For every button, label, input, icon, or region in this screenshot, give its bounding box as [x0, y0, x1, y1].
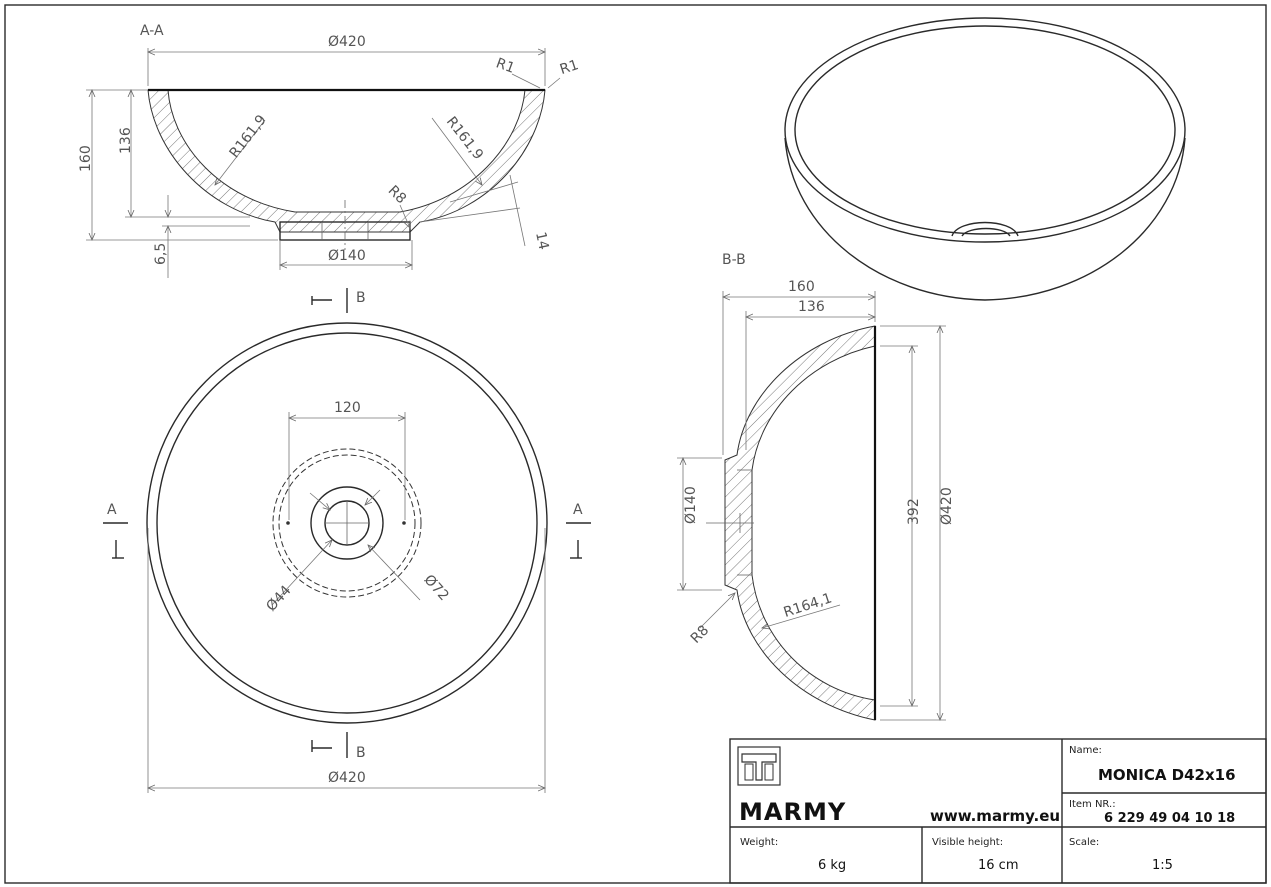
dim-aa-dia140: Ø140: [328, 248, 366, 264]
brand-name: MARMY: [739, 798, 846, 826]
dim-bb-136: 136: [798, 299, 825, 315]
section-b-marker-top: B: [356, 290, 366, 306]
marmy-logo-icon: [737, 746, 781, 786]
item-label: Item NR.:: [1069, 799, 1116, 810]
dim-bb-dia420: Ø420: [939, 487, 955, 525]
dim-bb-r164: R164,1: [782, 590, 834, 621]
dim-aa-160: 160: [78, 145, 94, 172]
dim-aa-dia420: Ø420: [328, 34, 366, 50]
section-aa-view: A-A Ø420 R1 R1 160 136 6,5 R16: [78, 23, 581, 278]
foot-inner-circle: [278, 454, 416, 592]
weight-label: Weight:: [740, 837, 778, 848]
dim-top-120: 120: [334, 400, 361, 416]
dim-aa-136: 136: [118, 127, 134, 154]
dim-top-dia44: Ø44: [263, 582, 294, 614]
section-a-marker-right: A: [573, 502, 583, 518]
outer-rim-circle: [146, 322, 548, 724]
scale-value: 1:5: [1152, 858, 1173, 873]
dim-bb-160: 160: [788, 279, 815, 295]
dim-top-dia72: Ø72: [421, 572, 452, 604]
inner-rim-circle: [156, 332, 538, 714]
dim-bb-392: 392: [906, 498, 922, 525]
name-label: Name:: [1069, 745, 1102, 756]
dim-bb-dia140: Ø140: [683, 486, 699, 524]
drawing-frame: [4, 4, 1267, 884]
perspective-view: [784, 17, 1186, 301]
visible-height-label: Visible height:: [932, 837, 1003, 848]
top-view: B B A A 120 Ø44 Ø72 Ø420: [103, 288, 591, 793]
dim-bb-r8: R8: [688, 622, 712, 646]
dim-top-dia420: Ø420: [328, 770, 366, 786]
dim-aa-r1-right: R1: [558, 57, 581, 78]
drain-outline: [951, 221, 1019, 237]
section-a-marker-left: A: [107, 502, 117, 518]
visible-height-value: 16 cm: [978, 858, 1019, 873]
scale-label: Scale:: [1069, 837, 1099, 848]
bowl-outer-body: [784, 137, 1186, 301]
dim-aa-r161-right: R161,9: [443, 114, 486, 163]
name-value: MONICA D42x16: [1098, 766, 1236, 784]
weight-value: 6 kg: [818, 858, 846, 873]
bowl-rim-outer: [784, 17, 1186, 243]
bowl-rim-inner: [794, 25, 1176, 235]
dim-aa-r8: R8: [385, 183, 409, 207]
section-b-marker-bottom: B: [356, 745, 366, 761]
section-bb-view: B-B 160 136 Ø140 392 Ø420 R8: [677, 252, 955, 720]
website-link[interactable]: www.marmy.eu: [930, 807, 1060, 825]
title-block: MARMY www.marmy.eu Name: MONICA D42x16 I…: [729, 738, 1267, 884]
dim-aa-14: 14: [532, 231, 551, 252]
bowl-section-aa: [147, 89, 546, 233]
drain-outer-circle: [310, 486, 384, 560]
item-value: 6 229 49 04 10 18: [1104, 811, 1235, 826]
dim-aa-r1-left: R1: [494, 55, 517, 76]
dim-aa-65: 6,5: [153, 243, 169, 265]
section-bb-label: B-B: [722, 252, 746, 268]
section-aa-label: A-A: [140, 23, 164, 39]
dim-aa-r161-left: R161,9: [227, 112, 270, 161]
foot-outer-circle: [272, 448, 422, 598]
